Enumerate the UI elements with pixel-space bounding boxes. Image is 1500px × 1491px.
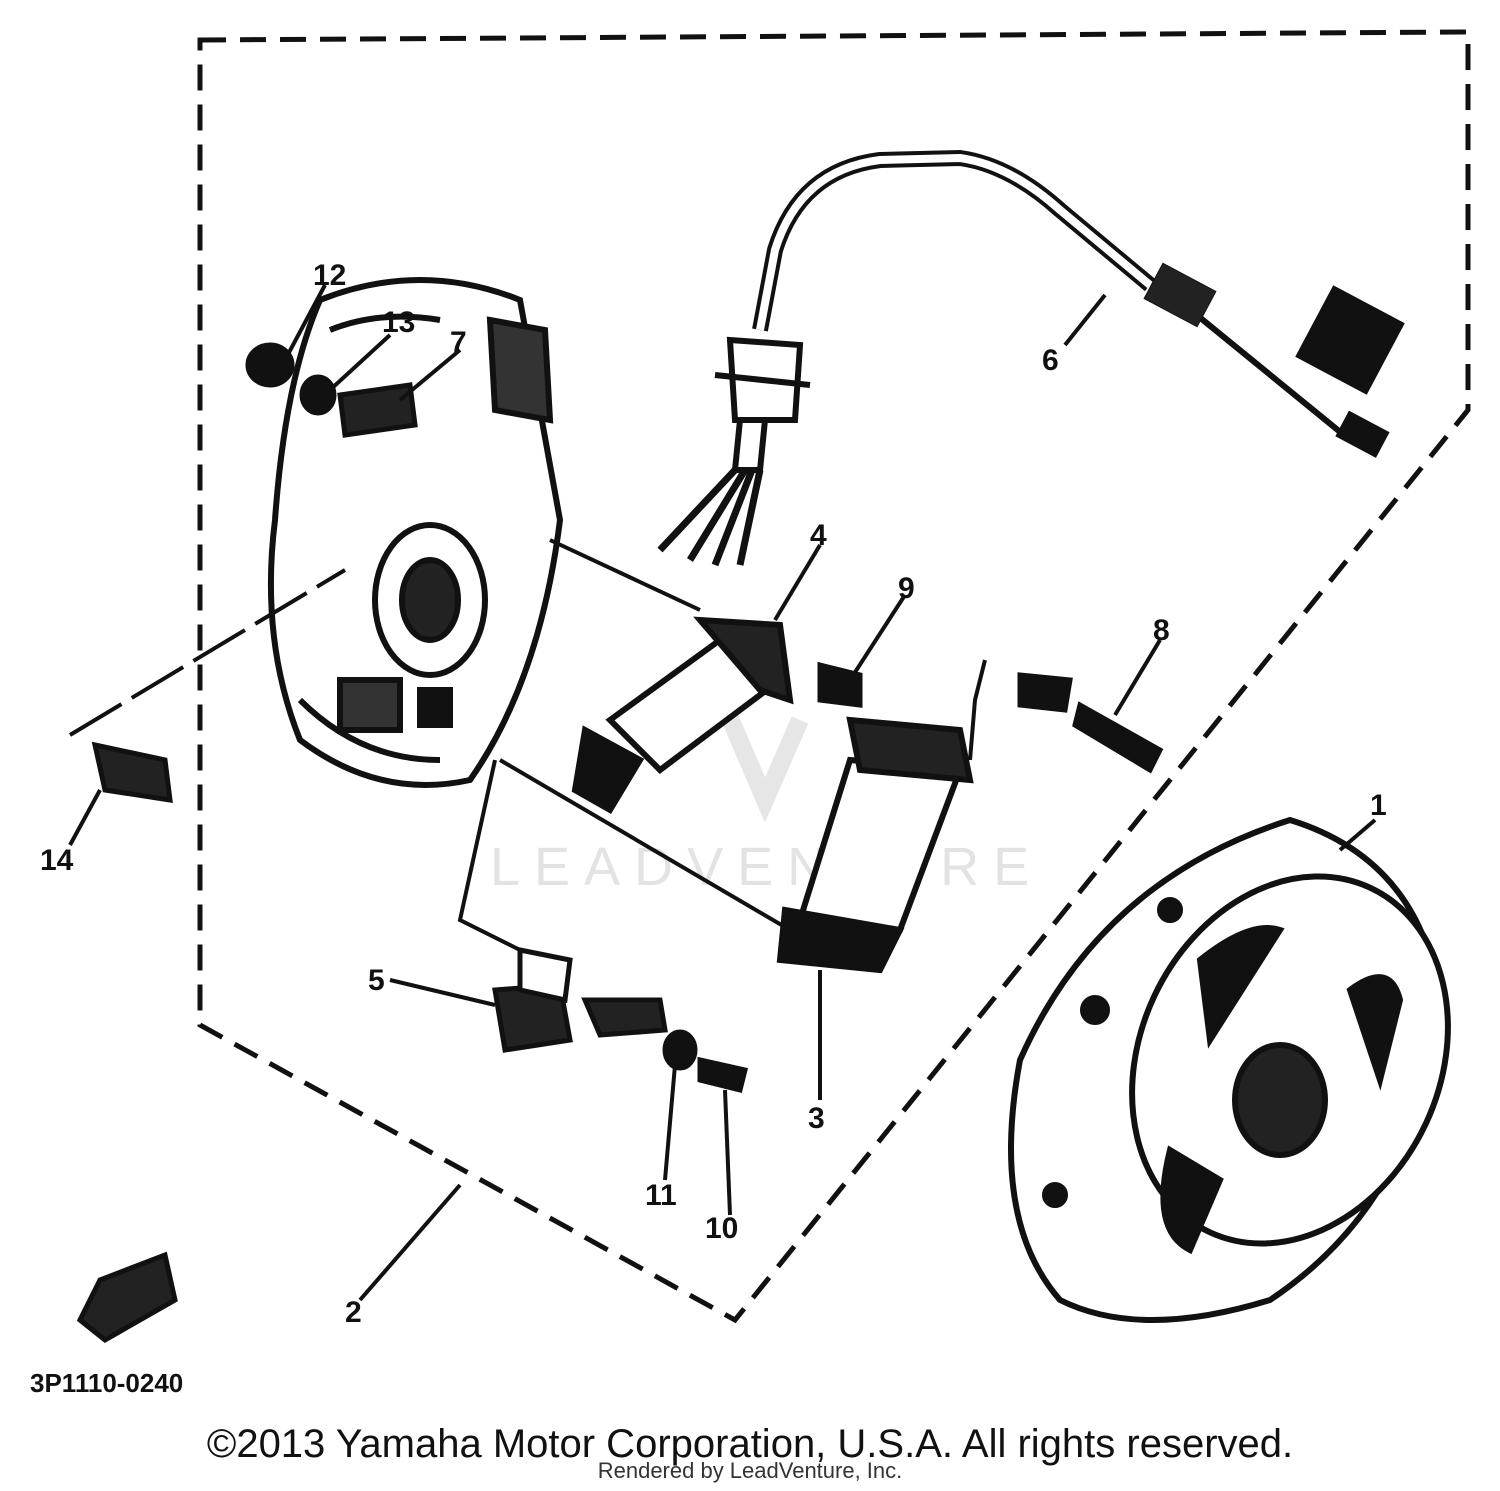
clamp-8a xyxy=(1017,672,1073,713)
charge-coil xyxy=(776,716,974,974)
screw-12 xyxy=(245,342,295,388)
screw-8 xyxy=(1072,701,1164,774)
source-coil xyxy=(571,616,794,815)
callout-9: 9 xyxy=(898,572,915,605)
stator-base-plate xyxy=(267,277,564,788)
callout-10: 10 xyxy=(705,1212,738,1245)
callout-6: 6 xyxy=(1042,344,1059,377)
callout-13: 13 xyxy=(382,306,415,339)
callout-5: 5 xyxy=(368,964,385,997)
callouts: 1 2 3 4 5 6 7 8 9 10 11 12 13 14 xyxy=(40,259,1387,1329)
washer-13 xyxy=(299,374,337,416)
kit-boundary xyxy=(197,29,1471,1324)
callout-12: 12 xyxy=(313,259,346,292)
screw-9 xyxy=(817,661,863,708)
lead-wire-terminal xyxy=(581,997,668,1038)
callout-4: 4 xyxy=(810,519,827,552)
key-part xyxy=(76,1251,178,1344)
callout-8: 8 xyxy=(1153,614,1170,647)
washer-11 xyxy=(662,1029,698,1071)
copyright-notice: ©2013 Yamaha Motor Corporation, U.S.A. A… xyxy=(206,1422,1294,1466)
screw-14 xyxy=(91,741,173,803)
flywheel-rotor xyxy=(1008,816,1451,1323)
clamp-7 xyxy=(337,382,418,438)
callout-7: 7 xyxy=(450,326,467,359)
watermark-text: LEADVENTURE xyxy=(490,837,1043,897)
callout-11: 11 xyxy=(645,1179,677,1212)
callout-3: 3 xyxy=(808,1102,825,1135)
callout-1: 1 xyxy=(1370,789,1387,822)
part-code: 3P1110-0240 xyxy=(30,1368,183,1398)
rendered-by-note: Rendered by LeadVenture, Inc. xyxy=(597,1458,903,1483)
callout-2: 2 xyxy=(345,1296,362,1329)
watermark: LEADVENTURE xyxy=(490,656,1043,897)
callout-14: 14 xyxy=(40,844,74,877)
leader-lines xyxy=(68,284,1377,1302)
small-parts xyxy=(76,342,1164,1344)
wire-harness xyxy=(657,149,1405,567)
screw-10 xyxy=(697,1056,749,1094)
